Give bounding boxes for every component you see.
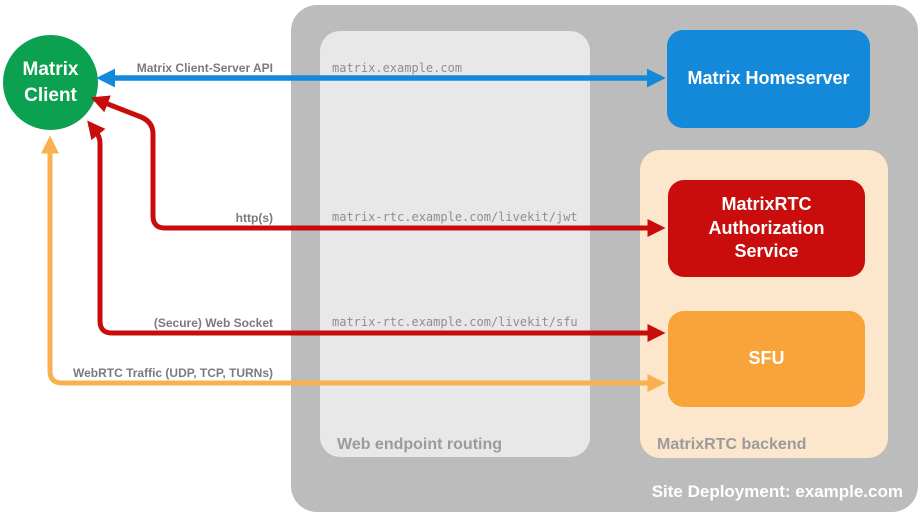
endpoint-livekit-sfu: matrix-rtc.example.com/livekit/sfu [332,315,578,329]
web-endpoint-routing-label: Web endpoint routing [337,436,503,453]
matrixrtc-authorization-service-node: MatrixRTC Authorization Service [668,180,865,277]
https-arrow-label: http(s) [235,211,273,225]
webrtc-traffic-arrow-label: WebRTC Traffic (UDP, TCP, TURNs) [72,366,273,380]
matrixrtc-authorization-service-label: MatrixRTC Authorization Service [708,193,825,262]
websocket-arrow-label: (Secure) Web Socket [153,316,273,330]
client-server-api-arrow-label: Matrix Client-Server API [136,61,273,75]
matrix-client-label: Matrix Client [22,58,79,106]
matrixrtc-backend-label: MatrixRTC backend [657,436,807,453]
endpoint-matrix-example-com: matrix.example.com [332,61,463,75]
endpoint-livekit-jwt: matrix-rtc.example.com/livekit/jwt [332,210,578,224]
matrix-homeserver-label: Matrix Homeserver [687,68,850,89]
sfu-label: SFU [748,348,785,369]
web-endpoint-routing-box [320,31,590,457]
matrix-client-node: Matrix Client [3,35,98,130]
matrix-homeserver-node: Matrix Homeserver [667,30,870,128]
site-deployment-label: Site Deployment: example.com [651,482,903,501]
sfu-node: SFU [668,311,865,407]
